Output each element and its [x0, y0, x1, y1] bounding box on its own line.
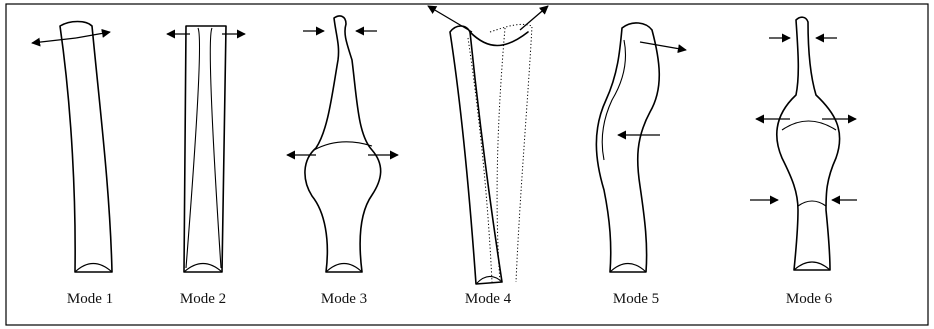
mode-1-label: Mode 1	[67, 291, 113, 307]
mode-5-arrow-top	[640, 42, 686, 50]
mode-4-arrow-right	[520, 6, 548, 30]
figure-frame	[6, 4, 928, 325]
mode-1-shape	[32, 22, 112, 273]
mode-4-arrow-left	[428, 6, 472, 32]
mode-2-label: Mode 2	[180, 291, 226, 307]
mode-6-shape	[750, 17, 857, 270]
mode-5-label: Mode 5	[613, 291, 659, 307]
mode-5-shape	[596, 23, 686, 272]
mode-3-shape	[287, 16, 398, 272]
mode-2-shape	[167, 26, 245, 272]
mode-3-label: Mode 3	[321, 291, 367, 307]
mode-4-shape	[428, 6, 548, 284]
mode-6-label: Mode 6	[786, 291, 833, 307]
mode-4-label: Mode 4	[465, 291, 512, 307]
mode-1-arrow-left	[32, 38, 76, 43]
